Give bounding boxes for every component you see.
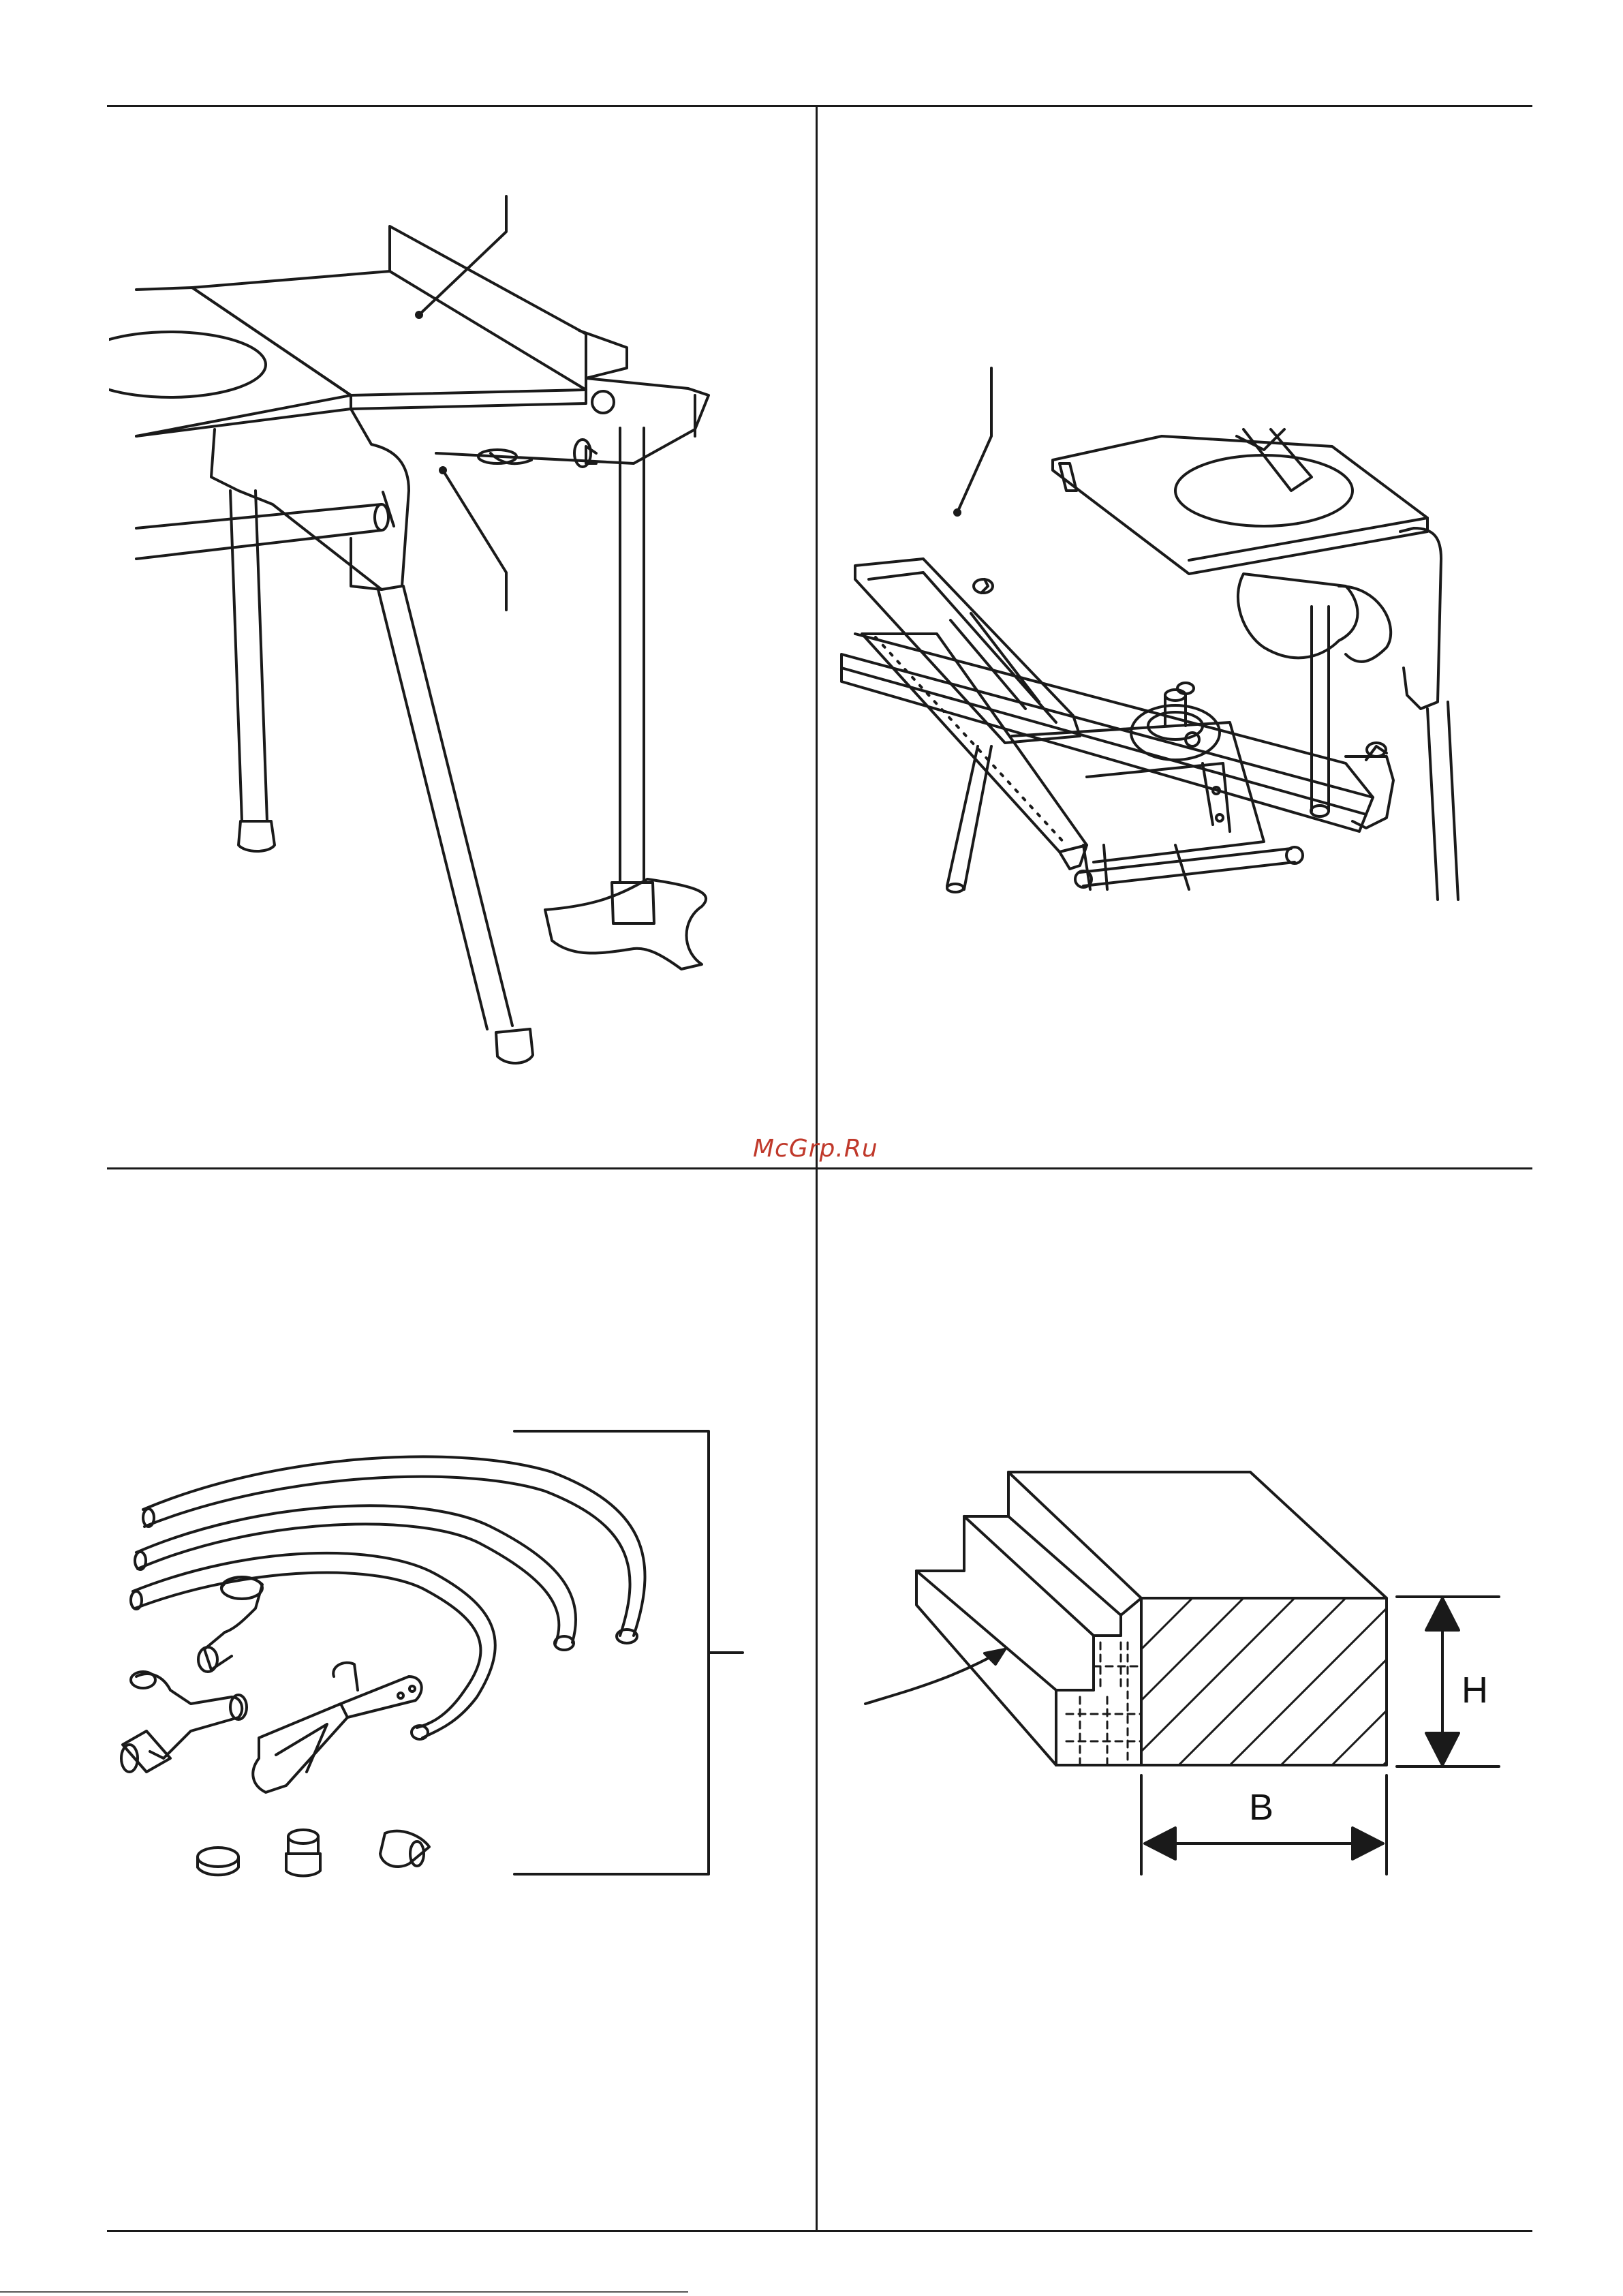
middle-rule bbox=[107, 1167, 1532, 1169]
watermark-text: McGrp.Ru bbox=[753, 1135, 878, 1163]
figure-sliding-carriage bbox=[821, 109, 1530, 1165]
sliding-carriage-icon bbox=[821, 109, 1530, 1165]
table-extension-icon bbox=[109, 109, 814, 1165]
center-divider bbox=[816, 105, 818, 2232]
figure-workpiece-profile: H B bbox=[821, 1172, 1530, 2229]
workpiece-profile-icon: H B bbox=[821, 1172, 1530, 2229]
footer-rule bbox=[0, 2291, 688, 2293]
figure-table-extension bbox=[109, 109, 814, 1165]
figure-dust-extraction-kit bbox=[109, 1172, 814, 2229]
width-dimension-label: B bbox=[1249, 1787, 1273, 1828]
bottom-rule bbox=[107, 2230, 1532, 2232]
top-rule bbox=[107, 105, 1532, 107]
height-dimension-label: H bbox=[1462, 1670, 1488, 1711]
dust-extraction-kit-icon bbox=[109, 1172, 814, 2229]
